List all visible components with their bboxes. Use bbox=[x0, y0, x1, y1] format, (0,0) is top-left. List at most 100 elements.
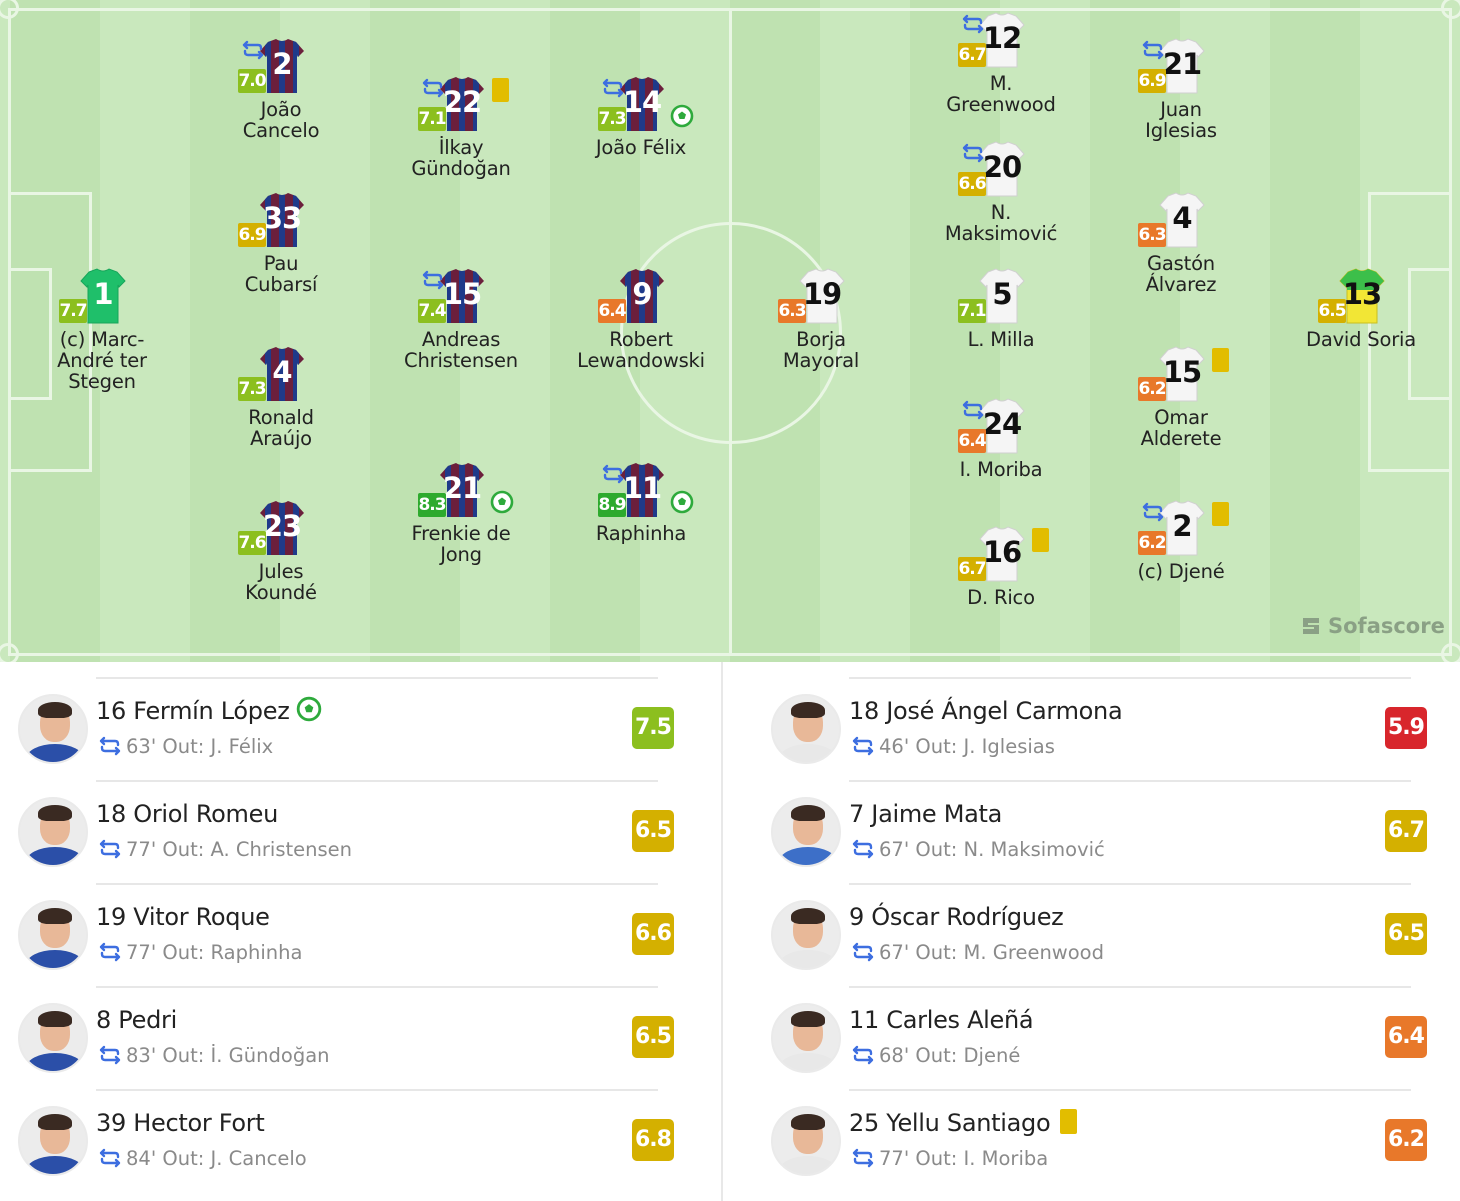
substitution-minute: 46' bbox=[879, 735, 910, 758]
out-player: J. Iglesias bbox=[963, 735, 1055, 758]
player-name: David Soria bbox=[1271, 329, 1451, 350]
substitute-name: 9 Óscar Rodríguez bbox=[849, 902, 1064, 932]
player-rating: 6.4 bbox=[598, 299, 627, 323]
row-divider bbox=[849, 677, 1411, 679]
shirt-icon: 4 bbox=[1159, 192, 1205, 248]
shirt-number: 33 bbox=[262, 201, 302, 235]
player-name-line: Raphinha bbox=[595, 522, 687, 545]
substitute-rating: 6.6 bbox=[632, 913, 674, 955]
player-rating: 6.2 bbox=[1138, 377, 1167, 401]
shirt-number: 1 bbox=[93, 277, 113, 311]
player-name-line: Juan bbox=[1160, 98, 1202, 121]
substitution-detail: 77' Out: I. Moriba bbox=[851, 1146, 1048, 1171]
player-name-line: Robert bbox=[609, 328, 673, 351]
substitute-rating: 5.9 bbox=[1385, 707, 1427, 749]
shirt-number: 21 bbox=[1162, 47, 1202, 81]
shirt-icon: 16 bbox=[979, 526, 1025, 582]
out-player: N. Maksimović bbox=[963, 838, 1105, 861]
substitute-name-text: 18 Oriol Romeu bbox=[96, 800, 279, 828]
substitution-minute: 84' bbox=[126, 1147, 157, 1170]
player-rating: 7.3 bbox=[598, 107, 627, 131]
substitution-detail: 68' Out: Djené bbox=[851, 1043, 1020, 1068]
row-divider bbox=[96, 883, 658, 885]
substitution-icon bbox=[421, 76, 445, 100]
substitute-name: 8 Pedri bbox=[96, 1005, 177, 1035]
shirt-number: 15 bbox=[1162, 355, 1202, 389]
shirt-icon: 15 bbox=[439, 268, 485, 324]
shirt-number: 4 bbox=[1172, 201, 1192, 235]
substitute-rating: 6.4 bbox=[1385, 1016, 1427, 1058]
out-player: I. Moriba bbox=[963, 1147, 1049, 1170]
substitute-name-text: 16 Fermín López bbox=[96, 697, 290, 725]
out-label: Out: bbox=[162, 1044, 205, 1067]
player-name-line: João Félix bbox=[595, 136, 687, 159]
substitution-icon bbox=[851, 940, 875, 964]
substitute-rating: 6.7 bbox=[1385, 810, 1427, 852]
shirt-number: 15 bbox=[442, 277, 482, 311]
sofascore-icon bbox=[1303, 618, 1319, 634]
player-name-line: Gündoğan bbox=[411, 157, 511, 180]
out-label: Out: bbox=[162, 735, 205, 758]
row-divider bbox=[96, 1089, 658, 1091]
player-name: L. Milla bbox=[911, 329, 1091, 350]
shirt-icon: 21 bbox=[439, 462, 485, 518]
player-name-line: Frenkie de bbox=[411, 522, 511, 545]
out-label: Out: bbox=[915, 838, 958, 861]
player-name: M.Greenwood bbox=[911, 73, 1091, 115]
player-rating: 6.2 bbox=[1138, 531, 1167, 555]
substitution-icon bbox=[961, 12, 985, 36]
shirt-icon: 22 bbox=[439, 76, 485, 132]
player-name-line: Iglesias bbox=[1145, 119, 1217, 142]
substitute-name-text: 7 Jaime Mata bbox=[849, 800, 1003, 828]
substitute-name-text: 39 Hector Fort bbox=[96, 1109, 265, 1137]
player-rating: 7.1 bbox=[418, 107, 447, 131]
substitute-rating: 6.5 bbox=[632, 1016, 674, 1058]
goal-icon bbox=[490, 490, 514, 514]
player-name-line: Gastón bbox=[1147, 252, 1215, 275]
player-rating: 6.9 bbox=[238, 223, 267, 247]
yellow-card-icon bbox=[492, 78, 509, 102]
substitution-icon bbox=[98, 940, 122, 964]
shirt-number: 21 bbox=[442, 471, 482, 505]
player-name-line: Maksimović bbox=[944, 222, 1058, 245]
shirt-icon: 21 bbox=[1159, 38, 1205, 94]
player-name-line: David Soria bbox=[1306, 328, 1416, 351]
shirt-icon: 24 bbox=[979, 398, 1025, 454]
sofascore-label: Sofascore bbox=[1328, 614, 1445, 638]
